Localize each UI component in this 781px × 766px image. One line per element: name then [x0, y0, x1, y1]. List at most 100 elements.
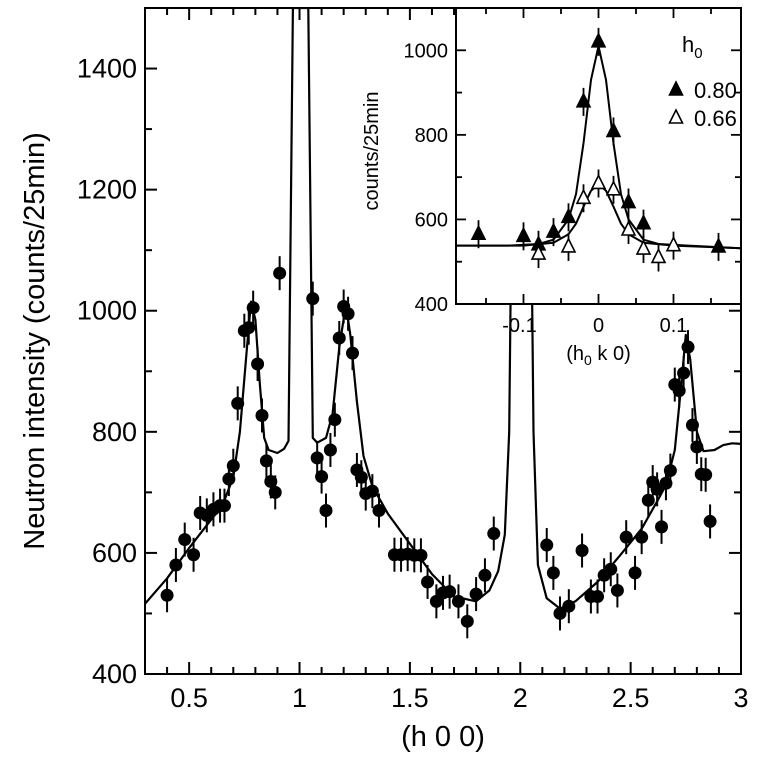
main-data-point — [562, 599, 576, 613]
inset-series-0.66 — [530, 169, 682, 272]
main-data-point — [372, 504, 386, 518]
main-y-tick-label: 1400 — [77, 54, 137, 84]
inset-x-axis-title: (h0 k 0) — [566, 343, 631, 368]
main-data-point — [268, 485, 282, 499]
inset-x-axis-title-part: (h — [566, 343, 584, 365]
main-data-point — [315, 470, 329, 484]
main-data-point — [259, 454, 273, 468]
main-data-point — [628, 566, 642, 580]
main-data-point — [655, 520, 669, 534]
inset-x-axis-title-tail: k 0) — [592, 343, 631, 365]
main-data-point — [222, 472, 236, 486]
main-data-point — [246, 301, 260, 315]
main-x-tick-label: 2.5 — [612, 683, 650, 713]
inset-legend-marker — [668, 80, 684, 96]
main-data-points — [160, 256, 717, 639]
inset-legend-title: h0 — [682, 32, 703, 62]
inset-y-tick-label: 600 — [415, 209, 448, 231]
main-data-point — [169, 558, 183, 572]
inset-data-point — [560, 237, 577, 253]
main-data-point — [231, 396, 245, 410]
inset-legend-title-sub: 0 — [694, 45, 702, 62]
main-data-point — [672, 384, 686, 398]
main-data-point — [677, 366, 691, 380]
inset-data-point — [470, 224, 487, 241]
main-data-point — [469, 587, 483, 601]
main-data-point — [703, 514, 717, 528]
main-data-point — [443, 585, 457, 599]
main-data-point — [635, 530, 649, 544]
main-data-point — [663, 464, 677, 478]
main-data-point — [160, 588, 174, 602]
inset-y-tick-label: 400 — [415, 294, 448, 316]
main-data-point — [540, 538, 554, 552]
main-data-point — [451, 594, 465, 608]
inset-legend-title-main: h — [682, 32, 694, 57]
main-data-point — [328, 413, 342, 427]
main-data-point — [414, 548, 428, 562]
inset-background — [456, 8, 741, 304]
main-data-point — [487, 527, 501, 541]
main-data-point — [460, 614, 474, 628]
main-y-tick-label: 1200 — [77, 175, 137, 205]
inset-x-axis-title-sub: 0 — [584, 352, 592, 368]
main-data-point — [546, 566, 560, 580]
inset-legend: h0 0.80 0.66 — [668, 32, 737, 131]
inset-data-point — [605, 121, 622, 138]
inset-legend-label: 0.80 — [694, 78, 737, 103]
inset-data-point — [650, 247, 667, 264]
main-y-axis-title: Neutron intensity (counts/25min) — [19, 132, 51, 549]
main-data-point — [187, 548, 201, 562]
inset-y-axis-title: counts/25min — [361, 92, 383, 211]
main-data-point — [610, 583, 624, 597]
main-data-point — [226, 459, 240, 473]
main-data-point — [242, 321, 256, 335]
main-y-tick-label: 1000 — [77, 296, 137, 326]
inset-data-point — [515, 226, 532, 243]
main-data-point — [690, 440, 704, 454]
main-data-point — [591, 590, 605, 604]
main-data-point — [365, 484, 379, 498]
main-x-tick-label: 1.5 — [391, 683, 429, 713]
main-x-axis-title: (h 0 0) — [401, 721, 485, 753]
main-y-tick-label: 800 — [92, 417, 137, 447]
inset-data-point — [590, 32, 607, 48]
main-data-point — [251, 357, 265, 371]
inset-data-point — [605, 180, 622, 196]
main-data-point — [575, 543, 589, 557]
inset-data-point — [620, 220, 637, 236]
main-data-point — [306, 292, 320, 306]
inset-data-point — [545, 222, 562, 238]
main-data-point — [332, 331, 346, 345]
inset-data-point — [665, 235, 682, 252]
main-data-point — [345, 346, 359, 360]
main-data-point — [659, 476, 673, 490]
main-plot-frame — [144, 7, 742, 675]
main-data-point — [685, 418, 699, 432]
inset-data-point — [635, 213, 652, 230]
inset-legend-marker — [668, 108, 684, 124]
main-data-point — [699, 468, 713, 482]
main-data-point — [273, 266, 287, 280]
inset-data-point — [710, 237, 727, 253]
main-y-tick-label: 600 — [92, 538, 137, 568]
main-data-point — [681, 340, 695, 354]
inset-data-point — [575, 92, 592, 108]
inset-data-point — [635, 239, 652, 255]
inset-y-tick-label: 1000 — [404, 40, 449, 62]
inset-x-tick-label: 0.1 — [660, 315, 688, 337]
main-data-point — [323, 443, 337, 457]
main-data-point — [421, 575, 435, 589]
main-x-tick-label: 2 — [513, 683, 528, 713]
main-data-point — [641, 493, 655, 507]
main-x-tick-label: 3 — [733, 683, 748, 713]
main-data-point — [604, 562, 618, 576]
main-data-point — [255, 408, 269, 422]
main-data-point — [264, 474, 278, 488]
main-data-point — [619, 530, 633, 544]
main-x-tick-label: 0.5 — [170, 683, 208, 713]
inset-legend-label: 0.66 — [694, 106, 737, 131]
inset-series-0.80 — [470, 27, 727, 261]
